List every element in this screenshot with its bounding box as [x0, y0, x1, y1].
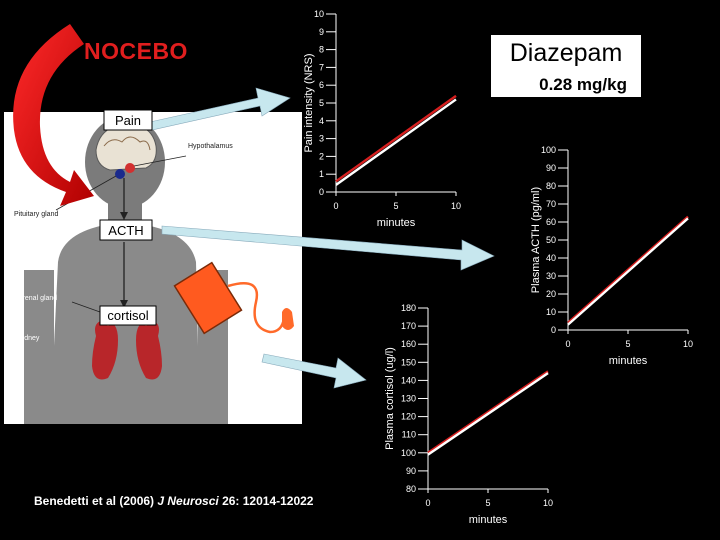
nocebo-arrow-icon [13, 24, 94, 206]
cortisol-label: cortisol [107, 308, 148, 323]
y-tick-label: 20 [546, 289, 556, 299]
y-tick-label: 60 [546, 217, 556, 227]
y-tick-label: 6 [319, 80, 324, 90]
nocebo-title: NOCEBO [84, 38, 188, 64]
cortisol-box [99, 305, 157, 326]
y-tick-label: 40 [546, 253, 556, 263]
y-tick-label: 80 [406, 484, 416, 494]
y-tick-label: 5 [319, 98, 324, 108]
acth-box [99, 219, 153, 241]
kidney-label: Kidney [18, 335, 40, 342]
y-tick-label: 110 [402, 430, 416, 440]
y-tick-label: 90 [546, 163, 556, 173]
blood-sample-cuff-icon [173, 261, 243, 335]
citation-authors: Benedetti et al (2006) [34, 494, 158, 508]
y-tick-label: 100 [541, 145, 556, 155]
series-line-red [335, 94, 457, 183]
series-line-red [567, 215, 689, 324]
y-tick-label: 10 [546, 307, 556, 317]
x-tick-label: 5 [625, 339, 630, 349]
y-tick-label: 50 [546, 235, 556, 245]
series-line-red [427, 370, 549, 454]
x-axis-label: minutes [469, 514, 508, 526]
y-tick-label: 180 [401, 303, 416, 313]
y-axis-label: Pain intensity (NRS) [303, 53, 315, 152]
y-tick-label: 90 [406, 466, 416, 476]
x-tick-label: 0 [565, 339, 570, 349]
acth-label: ACTH [108, 223, 143, 238]
syringe-bulb-icon [282, 308, 294, 330]
y-tick-label: 70 [546, 199, 556, 209]
y-tick-label: 130 [401, 394, 416, 404]
drug-name: Diazepam [509, 39, 623, 67]
y-tick-label: 1 [319, 169, 324, 179]
pituitary-label: Pituitary gland [14, 211, 58, 218]
anatomy-panel: Hypothalamus Pituitary gland Adrenal gla… [4, 112, 302, 424]
y-tick-label: 120 [401, 412, 416, 422]
x-axis-label: minutes [377, 217, 416, 229]
y-axis-label: Plasma cortisol (ug/l) [384, 347, 396, 450]
plasma-acth-chart: 0 10 20 30 40 50 60 70 80 90 100 0 5 10 minutes Plasma … [530, 145, 693, 367]
citation: Benedetti et al (2006) J Neurosci 26: 12… [34, 494, 313, 508]
y-tick-label: 30 [546, 271, 556, 281]
y-tick-label: 80 [546, 181, 556, 191]
x-tick-label: 0 [333, 201, 338, 211]
y-tick-label: 7 [319, 62, 324, 72]
y-tick-label: 10 [314, 9, 324, 19]
x-tick-label: 5 [393, 201, 398, 211]
x-tick-label: 10 [683, 339, 693, 349]
x-tick-label: 5 [485, 498, 490, 508]
diazepam-box: Diazepam 0.28 mg/kg [490, 34, 642, 98]
citation-details: 26: 12014-12022 [218, 494, 314, 508]
y-tick-label: 100 [401, 448, 416, 458]
y-tick-label: 0 [551, 325, 556, 335]
y-axis-label: Plasma ACTH (pg/ml) [530, 187, 542, 293]
pituitary-marker [115, 169, 125, 179]
adrenal-label: Adrenal gland [14, 295, 57, 302]
pain-label: Pain [115, 113, 141, 128]
series-line-white [567, 217, 689, 326]
connecting-arrows [149, 87, 495, 389]
y-tick-label: 8 [319, 45, 324, 55]
hypothalamus-marker [125, 163, 135, 173]
pain-intensity-chart: 0 1 2 3 4 5 6 7 8 9 10 0 5 10 minutes Pain intensity (N… [303, 9, 461, 229]
y-tick-label: 140 [401, 375, 416, 385]
y-tick-label: 4 [319, 116, 324, 126]
y-tick-label: 170 [401, 321, 416, 331]
pain-box [103, 109, 153, 131]
y-tick-label: 3 [319, 134, 324, 144]
series-line-white [427, 372, 549, 456]
hypothalamus-label: Hypothalamus [188, 143, 233, 150]
y-tick-label: 160 [401, 339, 416, 349]
x-axis-label: minutes [609, 355, 648, 367]
y-tick-label: 150 [401, 357, 416, 367]
series-line-white [335, 98, 457, 186]
drug-dose: 0.28 mg/kg [539, 75, 627, 94]
x-tick-label: 10 [451, 201, 461, 211]
kidney-right-icon [136, 320, 162, 380]
x-tick-label: 0 [425, 498, 430, 508]
x-tick-label: 10 [543, 498, 553, 508]
y-tick-label: 9 [319, 27, 324, 37]
y-tick-label: 2 [319, 151, 324, 161]
y-tick-label: 0 [319, 187, 324, 197]
kidney-left-icon [92, 320, 118, 380]
citation-journal: J Neurosci [157, 494, 219, 508]
